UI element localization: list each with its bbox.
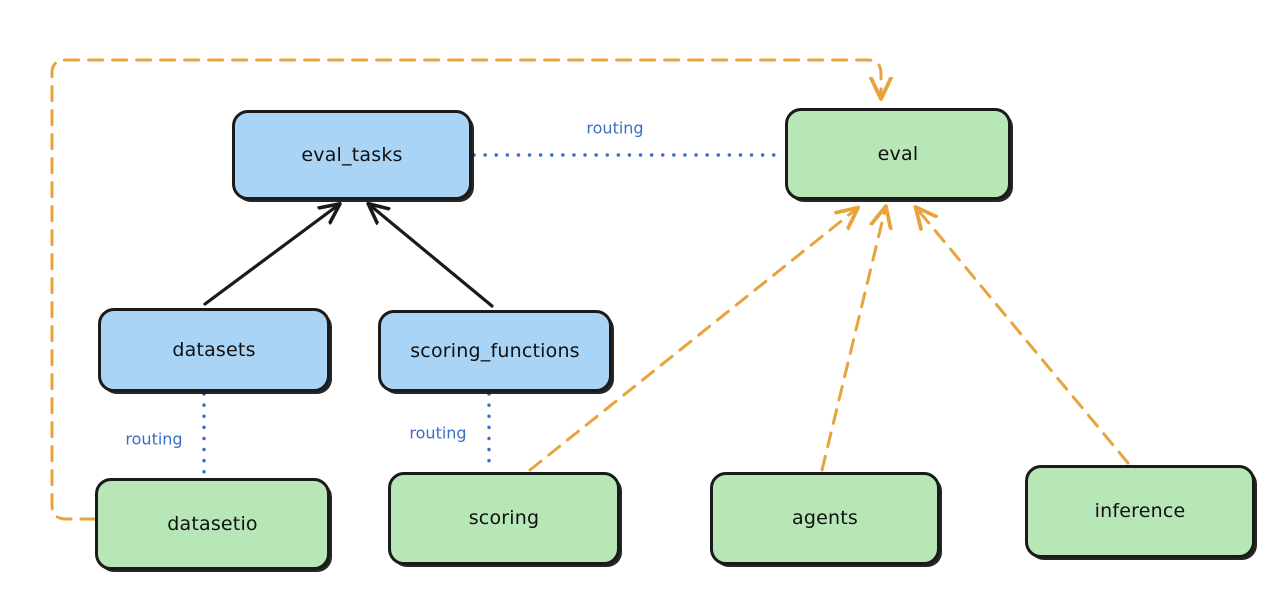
node-label: datasetio <box>167 512 258 535</box>
node-label: eval_tasks <box>301 143 403 166</box>
node-label: datasets <box>172 338 256 361</box>
node-label: agents <box>792 507 858 530</box>
edge-label-routing-scoring-functions-scoring: routing <box>409 423 467 443</box>
node-label: eval <box>877 142 919 165</box>
node-eval[interactable]: eval <box>785 108 1011 200</box>
edge-label-routing-eval-tasks-eval: routing <box>586 118 644 138</box>
edge-scoring_functions-to-eval_tasks <box>371 206 494 308</box>
node-label: scoring_functions <box>410 339 580 362</box>
edge-inference-to-eval <box>918 210 1130 465</box>
edge-agents-to-eval <box>820 210 885 472</box>
node-inference[interactable]: inference <box>1025 465 1255 558</box>
node-datasetio[interactable]: datasetio <box>95 478 330 570</box>
node-label: inference <box>1094 500 1186 523</box>
node-label: scoring <box>468 507 540 530</box>
node-scoring-functions[interactable]: scoring_functions <box>378 310 612 392</box>
node-eval-tasks[interactable]: eval_tasks <box>232 110 472 200</box>
node-datasets[interactable]: datasets <box>98 308 330 392</box>
edge-label-routing-datasets-datasetio: routing <box>125 429 183 449</box>
edge-datasets-to-eval_tasks <box>203 206 337 306</box>
node-agents[interactable]: agents <box>710 472 940 565</box>
node-scoring[interactable]: scoring <box>388 472 620 565</box>
